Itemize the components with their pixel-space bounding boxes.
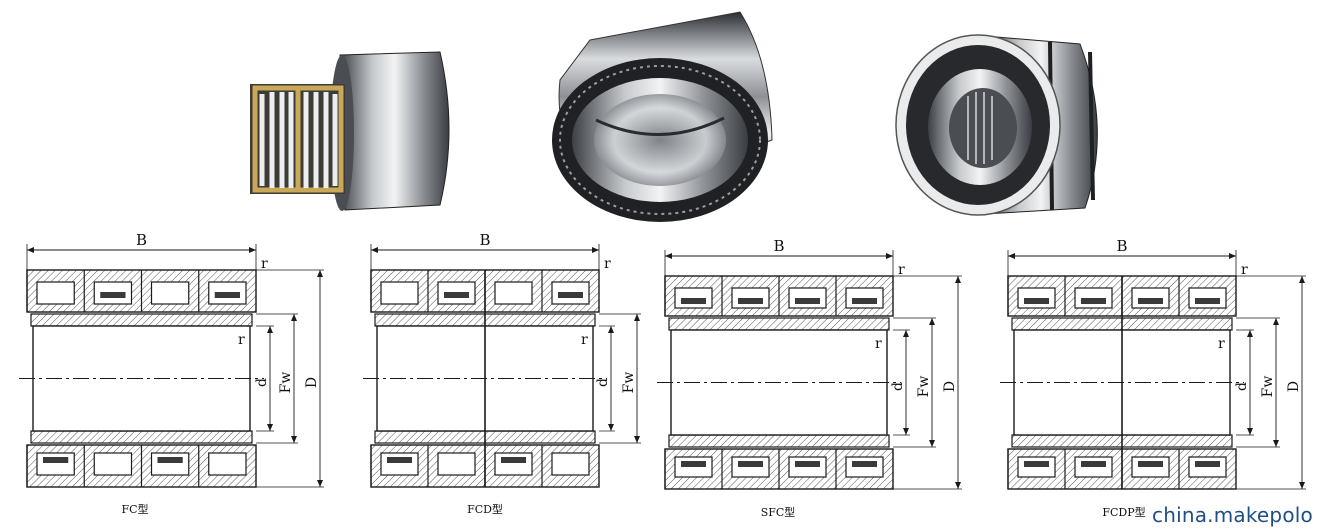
drawing-caption: SFC型 [761, 505, 796, 519]
raceway-diameter-label: Fw [621, 372, 637, 394]
inner-chamfer-label: r [581, 332, 588, 348]
raceway-diameter-label: Fw [278, 372, 294, 394]
bearing-photo-sealed [895, 34, 1098, 216]
inner-chamfer-label: r [875, 336, 882, 352]
chamfer-label: r [898, 262, 905, 278]
chamfer-label: r [1241, 262, 1248, 278]
drawing-fc: Br r d Fw D FC型 [19, 231, 324, 516]
chamfer-label: r [604, 256, 611, 272]
bore-diameter-label: d [595, 378, 611, 387]
drawing-fcdp: Br r d Fw D FCDP型 [1000, 237, 1306, 519]
raceway-diameter-label: Fw [916, 376, 932, 398]
bore-diameter-label: d [890, 382, 906, 391]
width-label: B [773, 237, 784, 255]
inner-chamfer-label: r [238, 332, 245, 348]
cage-icon [252, 85, 344, 193]
bearing-photo-fc [250, 51, 450, 211]
chamfer-label: r [261, 256, 268, 272]
watermark-text: china.makepolo [1152, 503, 1313, 527]
bore-diameter-label: d [254, 378, 270, 387]
raceway-diameter-label: Fw [1260, 376, 1276, 398]
drawing-caption: FCDP型 [1102, 505, 1145, 519]
drawing-sfc: Br r d Fw D SFC型 [657, 237, 962, 519]
width-label: B [1116, 237, 1127, 255]
bearing-photo-fcd [552, 11, 773, 222]
width-label: B [479, 231, 490, 249]
drawing-caption: FC型 [121, 502, 148, 516]
outer-diameter-label: D [1286, 381, 1302, 392]
outer-diameter-label: D [942, 381, 958, 392]
bore-diameter-label: d [1234, 382, 1250, 391]
inner-chamfer-label: r [1218, 336, 1225, 352]
outer-diameter-label: D [304, 377, 320, 388]
width-label: B [136, 231, 147, 249]
drawing-caption: FCD型 [467, 502, 503, 516]
